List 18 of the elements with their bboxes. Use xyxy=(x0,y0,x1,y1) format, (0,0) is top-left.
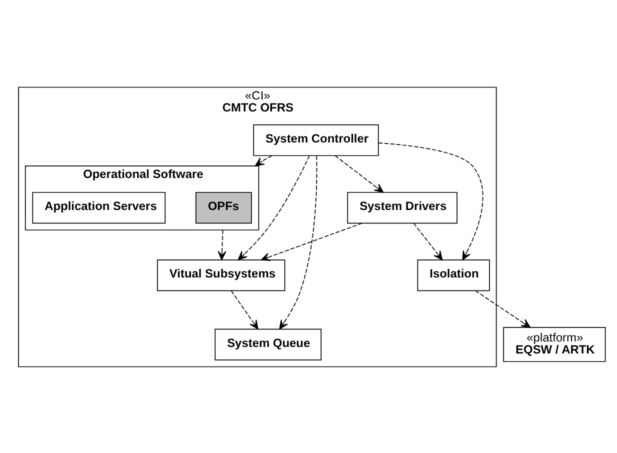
node-box: Isolation xyxy=(417,258,490,291)
arrow xyxy=(334,154,384,192)
arrow xyxy=(279,154,318,329)
node-box: Vitual Subsystems xyxy=(157,258,286,291)
node-box: OPFs xyxy=(195,191,252,224)
node-box: System Queue xyxy=(214,328,322,360)
node-box: System Drivers xyxy=(347,191,458,224)
node-box: «platform» EQSW / ARTK xyxy=(503,326,606,362)
node-box: System Controller xyxy=(253,124,379,156)
arrow xyxy=(413,222,443,260)
arrow xyxy=(260,222,363,260)
arrow xyxy=(475,290,531,328)
arrow xyxy=(218,229,226,260)
arrow xyxy=(230,290,258,329)
arrow xyxy=(378,142,484,260)
arrow xyxy=(238,154,310,260)
arrow xyxy=(254,154,272,166)
node-box: Application Servers xyxy=(32,191,166,224)
